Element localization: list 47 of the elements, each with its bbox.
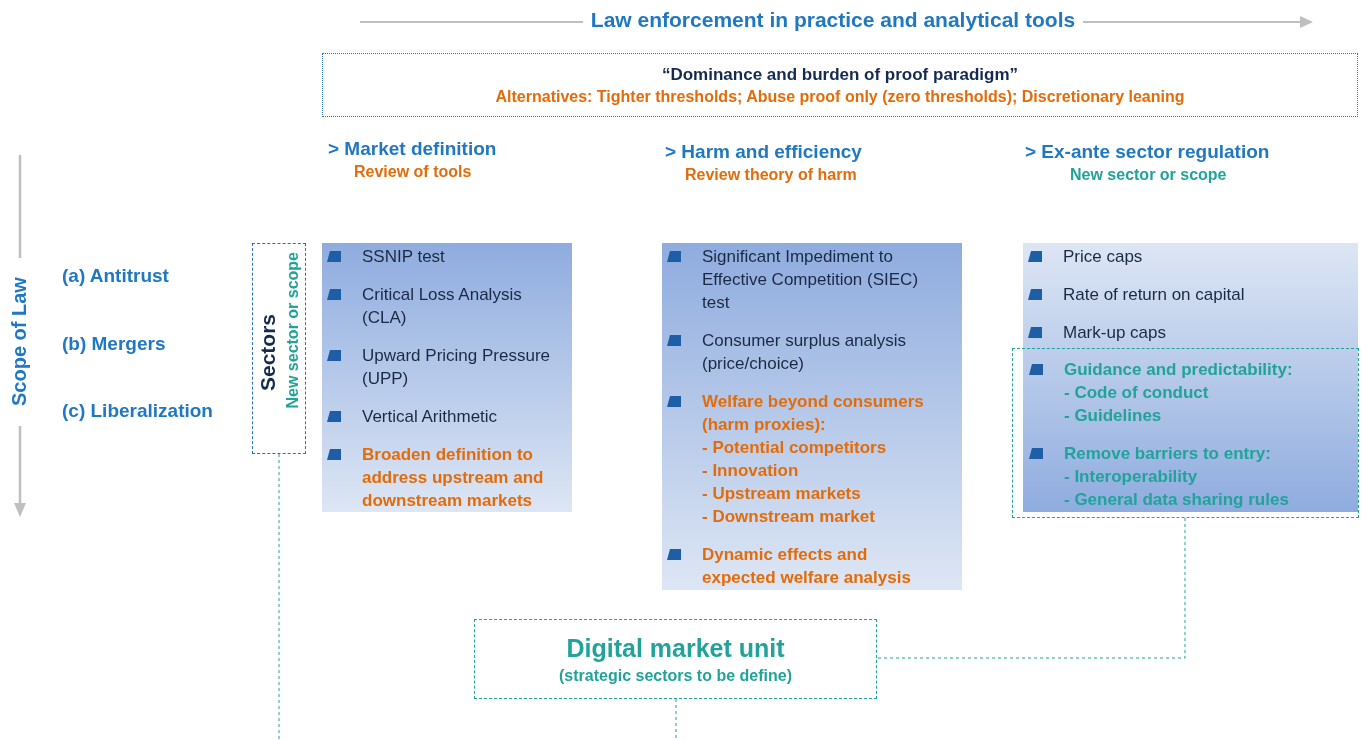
sector-box — [252, 243, 306, 454]
list-item-text: - General data sharing rules — [1064, 489, 1289, 511]
unit-box — [474, 619, 877, 699]
box-heading: Sectors — [256, 313, 280, 391]
column-heading: > Market definition — [328, 138, 497, 160]
scope-label: (c) Liberalization — [62, 400, 213, 422]
box-heading: “Dominance and burden of proof paradigm” — [661, 64, 1019, 85]
connector-line — [675, 698, 677, 740]
list-item-text: - Code of conduct — [1064, 382, 1209, 404]
connector-line — [278, 453, 280, 740]
list-item-text: Significant Impediment to Effective Competition (SIEC) test — [702, 246, 920, 314]
axis-label: Scope of Law — [8, 258, 31, 426]
list-item-text: Guidance and predictability: — [1064, 359, 1293, 381]
box-subheading: (strategic sectors to be define) — [559, 666, 792, 685]
list-item-text: - Potential competitors — [702, 437, 887, 459]
list-item-text: Price caps — [1063, 246, 1143, 268]
content-panel — [322, 243, 572, 512]
scope-label: (a) Antitrust — [62, 265, 169, 287]
list-item-text: Vertical Arithmetic — [362, 406, 498, 428]
content-panel — [1023, 243, 1358, 512]
list-item-text: Welfare beyond consumers (harm proxies): — [702, 391, 925, 436]
list-item-text: Consumer surplus analysis (price/choice) — [702, 330, 908, 375]
column-subheading: Review theory of harm — [685, 166, 857, 184]
list-item-text: - Guidelines — [1064, 405, 1162, 427]
content-panel — [662, 243, 962, 590]
box-heading: Digital market unit — [566, 633, 785, 663]
column-subheading: Review of tools — [354, 163, 472, 181]
list-item-text: - Interoperability — [1064, 466, 1198, 488]
list-item-text: - Upstream markets — [702, 483, 861, 505]
list-item-text: Broaden definition to address upstream and downstream markets — [362, 444, 545, 512]
list-item-text: Mark-up caps — [1063, 322, 1166, 344]
list-item-text: SSNIP test — [362, 246, 445, 268]
column-heading: > Harm and efficiency — [665, 141, 862, 163]
list-item-text: Critical Loss Analysis (CLA) — [362, 284, 523, 329]
column-subheading: New sector or scope — [1070, 166, 1227, 184]
paradigm-box — [322, 53, 1358, 117]
box-subheading: New sector or scope — [284, 252, 302, 409]
alternatives-text: Alternatives: Tighter thresholds; Abuse proof only (zero thresholds); Discretionary leaning — [495, 87, 1185, 106]
list-item-text: Upward Pricing Pressure (UPP) — [362, 345, 551, 390]
list-item-text: Dynamic effects and expected welfare analysis — [702, 544, 912, 589]
scope-label: (b) Mergers — [62, 333, 166, 355]
list-item-text: Remove barriers to entry: — [1064, 443, 1271, 465]
list-item-text: - Downstream market — [702, 506, 875, 528]
list-item-text: - Innovation — [702, 460, 799, 482]
list-item-text: Rate of return on capital — [1063, 284, 1245, 306]
column-heading: > Ex-ante sector regulation — [1025, 141, 1270, 163]
connector-line — [876, 517, 1186, 659]
